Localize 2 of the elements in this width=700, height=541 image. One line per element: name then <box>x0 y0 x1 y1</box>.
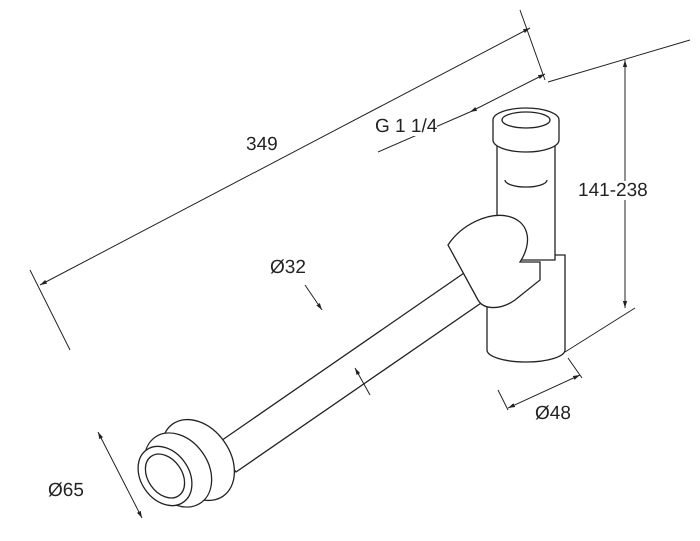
dimension-label: 141-238 <box>578 181 648 200</box>
dimension-label: G 1 1/4 <box>375 117 438 136</box>
